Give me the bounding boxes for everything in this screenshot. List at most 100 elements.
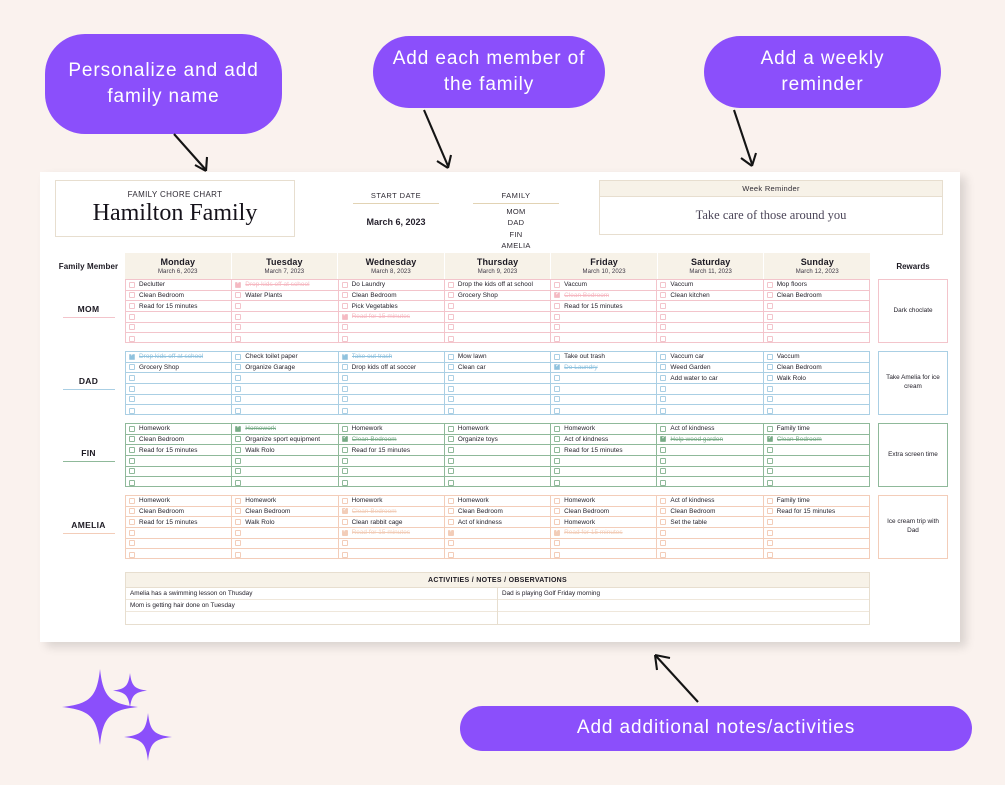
task-row[interactable]	[763, 467, 869, 478]
task-row[interactable]	[551, 477, 656, 488]
task-row[interactable]: Read for 15 minutes	[338, 312, 444, 323]
task-checkbox-icon[interactable]	[554, 436, 561, 443]
task-checkbox-icon[interactable]	[341, 396, 348, 403]
task-row[interactable]: Do Laundry	[338, 280, 444, 291]
task-row[interactable]	[764, 333, 869, 344]
task-checkbox-icon[interactable]	[129, 375, 135, 382]
task-row[interactable]	[551, 333, 656, 344]
task-checkbox-icon[interactable]	[554, 457, 561, 464]
task-row[interactable]	[657, 477, 762, 488]
task-checkbox-icon[interactable]	[554, 528, 560, 536]
task-checkbox-icon[interactable]	[660, 313, 667, 320]
task-row[interactable]	[338, 467, 444, 478]
task-checkbox-icon[interactable]	[660, 335, 667, 342]
task-row[interactable]	[232, 467, 338, 478]
activity-note-row[interactable]	[126, 612, 497, 624]
task-checkbox-icon[interactable]	[554, 281, 561, 288]
task-row[interactable]	[232, 477, 337, 488]
task-row[interactable]	[657, 549, 762, 560]
task-checkbox-icon[interactable]	[235, 280, 241, 288]
task-row[interactable]	[126, 333, 231, 344]
task-row[interactable]: Take out trash	[338, 352, 444, 363]
task-checkbox-icon[interactable]	[341, 528, 348, 536]
task-checkbox-icon[interactable]	[447, 313, 454, 320]
task-row[interactable]: Read for 15 minutes	[551, 528, 657, 539]
task-checkbox-icon[interactable]	[341, 364, 348, 371]
task-row[interactable]: Clean Bedroom	[551, 291, 657, 302]
task-checkbox-icon[interactable]	[660, 435, 666, 443]
task-checkbox-icon[interactable]	[129, 468, 135, 475]
task-checkbox-icon[interactable]	[766, 364, 773, 371]
task-checkbox-icon[interactable]	[660, 281, 667, 288]
task-row[interactable]: Act of kindness	[444, 517, 551, 528]
activity-note-row[interactable]	[498, 612, 869, 624]
task-checkbox-icon[interactable]	[341, 324, 348, 331]
task-checkbox-icon[interactable]	[235, 407, 242, 414]
task-checkbox-icon[interactable]	[447, 407, 454, 414]
task-checkbox-icon[interactable]	[341, 447, 348, 454]
task-row[interactable]	[763, 539, 869, 550]
task-checkbox-icon[interactable]	[660, 396, 667, 403]
task-row[interactable]: Homework	[444, 496, 551, 507]
task-row[interactable]: Clean Bedroom	[338, 507, 444, 518]
task-row[interactable]	[763, 312, 869, 323]
task-checkbox-icon[interactable]	[129, 396, 135, 403]
task-row[interactable]	[126, 467, 232, 478]
task-checkbox-icon[interactable]	[660, 468, 667, 475]
task-checkbox-icon[interactable]	[235, 468, 242, 475]
task-checkbox-icon[interactable]	[341, 519, 348, 526]
task-checkbox-icon[interactable]	[766, 540, 773, 547]
task-checkbox-icon[interactable]	[766, 519, 773, 526]
task-row[interactable]: Act of kindness	[657, 424, 763, 435]
task-checkbox-icon[interactable]	[447, 497, 454, 504]
task-row[interactable]: Clean Bedroom	[338, 291, 444, 302]
task-checkbox-icon[interactable]	[129, 436, 135, 443]
task-checkbox-icon[interactable]	[447, 508, 454, 515]
task-checkbox-icon[interactable]	[341, 352, 348, 360]
task-checkbox-icon[interactable]	[341, 551, 348, 558]
task-checkbox-icon[interactable]	[554, 425, 561, 432]
task-row[interactable]	[444, 312, 551, 323]
task-row[interactable]	[232, 301, 338, 312]
task-row[interactable]: Mow lawn	[444, 352, 551, 363]
task-checkbox-icon[interactable]	[235, 519, 242, 526]
task-checkbox-icon[interactable]	[235, 497, 242, 504]
task-row[interactable]: Clean Bedroom	[763, 435, 869, 446]
task-row[interactable]	[445, 477, 550, 488]
task-row[interactable]: Grocery Shop	[126, 363, 232, 374]
task-checkbox-icon[interactable]	[447, 436, 454, 443]
task-row[interactable]: Do Laundry	[551, 363, 657, 374]
task-row[interactable]	[232, 333, 337, 344]
task-checkbox-icon[interactable]	[660, 292, 667, 299]
task-checkbox-icon[interactable]	[341, 435, 348, 443]
task-checkbox-icon[interactable]	[660, 425, 667, 432]
task-checkbox-icon[interactable]	[235, 313, 242, 320]
task-checkbox-icon[interactable]	[235, 375, 242, 382]
task-checkbox-icon[interactable]	[129, 335, 135, 342]
start-date-value[interactable]: March 6, 2023	[366, 217, 426, 227]
task-checkbox-icon[interactable]	[447, 528, 454, 536]
task-row[interactable]	[339, 477, 444, 488]
task-checkbox-icon[interactable]	[129, 407, 135, 414]
task-row[interactable]	[444, 539, 551, 550]
task-row[interactable]: Homework	[126, 424, 232, 435]
task-row[interactable]	[657, 528, 763, 539]
task-row[interactable]	[126, 312, 232, 323]
task-checkbox-icon[interactable]	[235, 479, 242, 486]
task-row[interactable]	[232, 528, 338, 539]
task-checkbox-icon[interactable]	[447, 457, 454, 464]
task-checkbox-icon[interactable]	[554, 508, 561, 515]
task-checkbox-icon[interactable]	[554, 375, 561, 382]
task-checkbox-icon[interactable]	[766, 407, 773, 414]
task-row[interactable]: Help weed garden	[657, 435, 763, 446]
task-row[interactable]: Clean Bedroom	[657, 507, 763, 518]
task-row[interactable]: Organize toys	[444, 435, 551, 446]
reward-box-dad[interactable]: Take Amelia for ice cream	[878, 351, 948, 415]
task-row[interactable]	[551, 384, 657, 395]
task-row[interactable]: Homework	[551, 517, 657, 528]
task-row[interactable]	[763, 517, 869, 528]
task-row[interactable]: Take out trash	[551, 352, 657, 363]
task-row[interactable]	[126, 477, 231, 488]
task-checkbox-icon[interactable]	[235, 551, 242, 558]
task-row[interactable]: Read for 15 minutes	[551, 301, 657, 312]
